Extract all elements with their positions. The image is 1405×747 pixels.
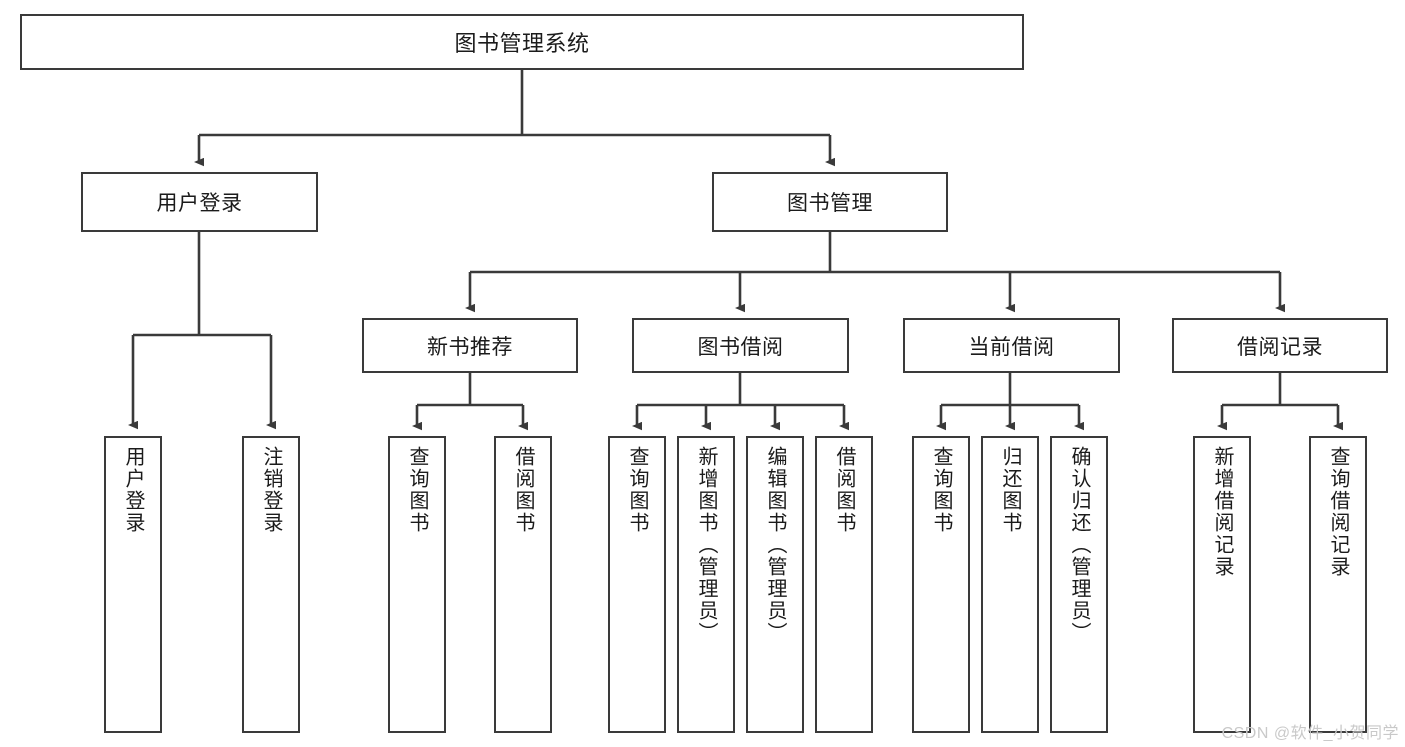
node-label: 借阅图书 (833, 446, 855, 534)
node-book-borrow[interactable]: 图书借阅 (632, 318, 849, 373)
node-label: 查询借阅记录 (1327, 446, 1349, 578)
node-label: 查询图书 (930, 446, 952, 534)
leaf-borrow-book[interactable]: 借阅图书 (815, 436, 873, 733)
leaf-confirm-return[interactable]: 确认归还（管理员） (1050, 436, 1108, 733)
leaf-borrow-book-recommend[interactable]: 借阅图书 (494, 436, 552, 733)
node-label: 注销登录 (260, 446, 282, 534)
leaf-add-book[interactable]: 新增图书（管理员） (677, 436, 735, 733)
node-label: 借阅图书 (512, 446, 534, 534)
node-label: 图书管理系统 (454, 31, 590, 56)
node-label: 用户登录 (122, 446, 144, 534)
node-label: 新增借阅记录 (1211, 446, 1233, 578)
leaf-query-book-borrow[interactable]: 查询图书 (608, 436, 666, 733)
node-user-login[interactable]: 用户登录 (81, 172, 318, 232)
node-root-system[interactable]: 图书管理系统 (20, 14, 1024, 70)
node-label: 图书借阅 (697, 335, 784, 359)
leaf-user-logout[interactable]: 注销登录 (242, 436, 300, 733)
node-label: 借阅记录 (1237, 335, 1323, 359)
node-label: 当前借阅 (968, 335, 1055, 359)
node-borrow-record[interactable]: 借阅记录 (1172, 318, 1388, 373)
node-label: 图书管理 (787, 192, 873, 215)
leaf-query-book-current[interactable]: 查询图书 (912, 436, 970, 733)
node-label: 归还图书 (999, 446, 1021, 534)
node-label: 查询图书 (406, 446, 428, 534)
leaf-query-borrow-record[interactable]: 查询借阅记录 (1309, 436, 1367, 733)
node-label: 查询图书 (626, 446, 648, 534)
leaf-return-book[interactable]: 归还图书 (981, 436, 1039, 733)
node-label: 新书推荐 (427, 335, 513, 359)
node-current-borrow[interactable]: 当前借阅 (903, 318, 1120, 373)
leaf-add-borrow-record[interactable]: 新增借阅记录 (1193, 436, 1251, 733)
leaf-edit-book[interactable]: 编辑图书（管理员） (746, 436, 804, 733)
node-label: 编辑图书（管理员） (764, 446, 786, 644)
node-label: 用户登录 (156, 192, 243, 215)
node-book-management[interactable]: 图书管理 (712, 172, 948, 232)
leaf-query-book-recommend[interactable]: 查询图书 (388, 436, 446, 733)
node-label: 确认归还（管理员） (1068, 446, 1090, 644)
node-label: 新增图书（管理员） (695, 446, 717, 644)
node-new-book-recommend[interactable]: 新书推荐 (362, 318, 578, 373)
leaf-user-login[interactable]: 用户登录 (104, 436, 162, 733)
